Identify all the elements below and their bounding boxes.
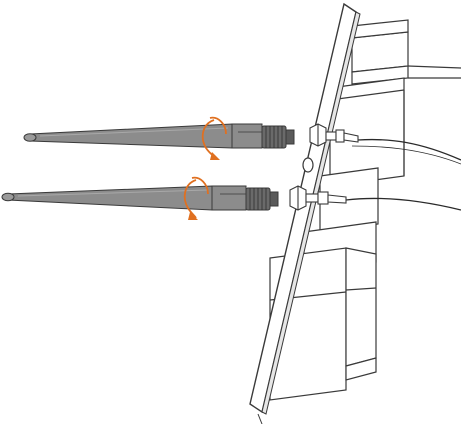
- antenna-upper-hinge: [231, 123, 263, 149]
- antenna-upper-body: [29, 123, 233, 149]
- board-components: [269, 19, 461, 401]
- rotation-arrow-lower: [183, 179, 197, 219]
- component-top-block: [351, 31, 409, 73]
- antenna-lower-hinge: [211, 185, 247, 211]
- cable-upper: [357, 138, 461, 161]
- antenna-upper: [23, 123, 295, 149]
- connector-upper: [309, 123, 359, 147]
- rotate-clockwise-icon: [201, 116, 227, 160]
- rotate-clockwise-icon: [183, 176, 209, 220]
- connector-lower: [289, 185, 347, 211]
- mounting-hole: [302, 157, 314, 173]
- cable-lower: [345, 197, 461, 211]
- antenna-lower: [1, 185, 279, 211]
- antenna-lower-body: [7, 185, 213, 211]
- antenna-cables: [345, 138, 461, 211]
